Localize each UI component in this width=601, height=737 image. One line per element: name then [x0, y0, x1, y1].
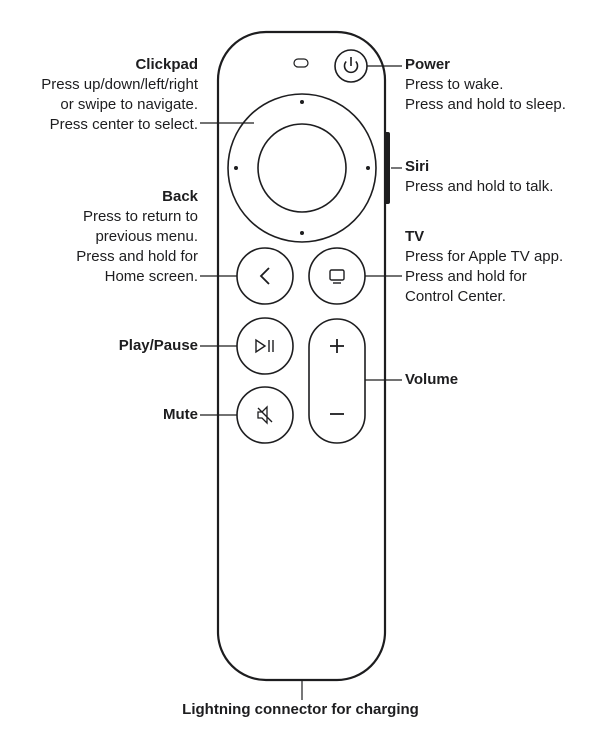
back-button: [236, 247, 294, 305]
back-desc-3: Press and hold for: [76, 248, 198, 265]
play-pause-callout: Play/Pause: [119, 336, 198, 356]
back-title: Back: [162, 188, 198, 205]
power-desc-1: Press to wake.: [405, 76, 504, 93]
siri-side-button: [384, 132, 390, 204]
siri-desc-1: Press and hold to talk.: [405, 178, 554, 195]
power-callout: Power Press to wake. Press and hold to s…: [405, 55, 566, 115]
lightning-callout: Lightning connector for charging: [0, 700, 601, 720]
tv-desc-1: Press for Apple TV app.: [405, 248, 564, 265]
back-desc-2: previous menu.: [95, 228, 198, 245]
power-title: Power: [405, 56, 451, 73]
power-desc-2: Press and hold to sleep.: [405, 96, 566, 113]
siri-title: Siri: [405, 158, 430, 175]
play-pause-title: Play/Pause: [118, 337, 198, 354]
clickpad-ring: [227, 93, 377, 243]
tv-title: TV: [405, 228, 425, 245]
mute-callout: Mute: [163, 405, 198, 425]
power-icon: [343, 57, 359, 74]
callout-lines: [200, 65, 402, 700]
back-desc-4: Home screen.: [104, 268, 198, 285]
clickpad-dot-right: [366, 166, 370, 170]
clickpad-dot-left: [234, 166, 238, 170]
clickpad-desc-3: Press center to select.: [49, 116, 198, 133]
volume-rocker: [308, 318, 366, 444]
tv-icon: [329, 269, 345, 284]
clickpad-dot-down: [300, 231, 304, 235]
mute-title: Mute: [163, 406, 198, 423]
volume-title: Volume: [405, 371, 459, 388]
clickpad-center: [257, 123, 347, 213]
back-desc-1: Press to return to: [82, 208, 198, 225]
plus-icon: [330, 339, 344, 353]
clickpad-desc-2: or swipe to navigate.: [60, 96, 198, 113]
lightning-title: Lightning connector for charging: [182, 701, 419, 718]
back-callout: Back Press to return to previous menu. P…: [76, 187, 198, 287]
microphone-slot: [293, 58, 309, 68]
remote-body: [216, 30, 387, 682]
clickpad-dot-up: [300, 100, 304, 104]
tv-button: [308, 247, 366, 305]
siri-callout: Siri Press and hold to talk.: [405, 157, 553, 197]
tv-desc-3: Control Center.: [405, 288, 506, 305]
mute-icon: [257, 405, 273, 425]
clickpad-callout: Clickpad Press up/down/left/right or swi…: [41, 55, 198, 135]
volume-callout: Volume: [405, 370, 458, 390]
play-pause-icon: [255, 338, 274, 354]
tv-desc-2: Press and hold for: [405, 268, 527, 285]
tv-callout: TV Press for Apple TV app. Press and hol…: [405, 227, 563, 307]
back-chevron-icon: [259, 267, 270, 285]
clickpad-title: Clickpad: [135, 56, 198, 73]
clickpad-desc-1: Press up/down/left/right: [41, 76, 198, 93]
